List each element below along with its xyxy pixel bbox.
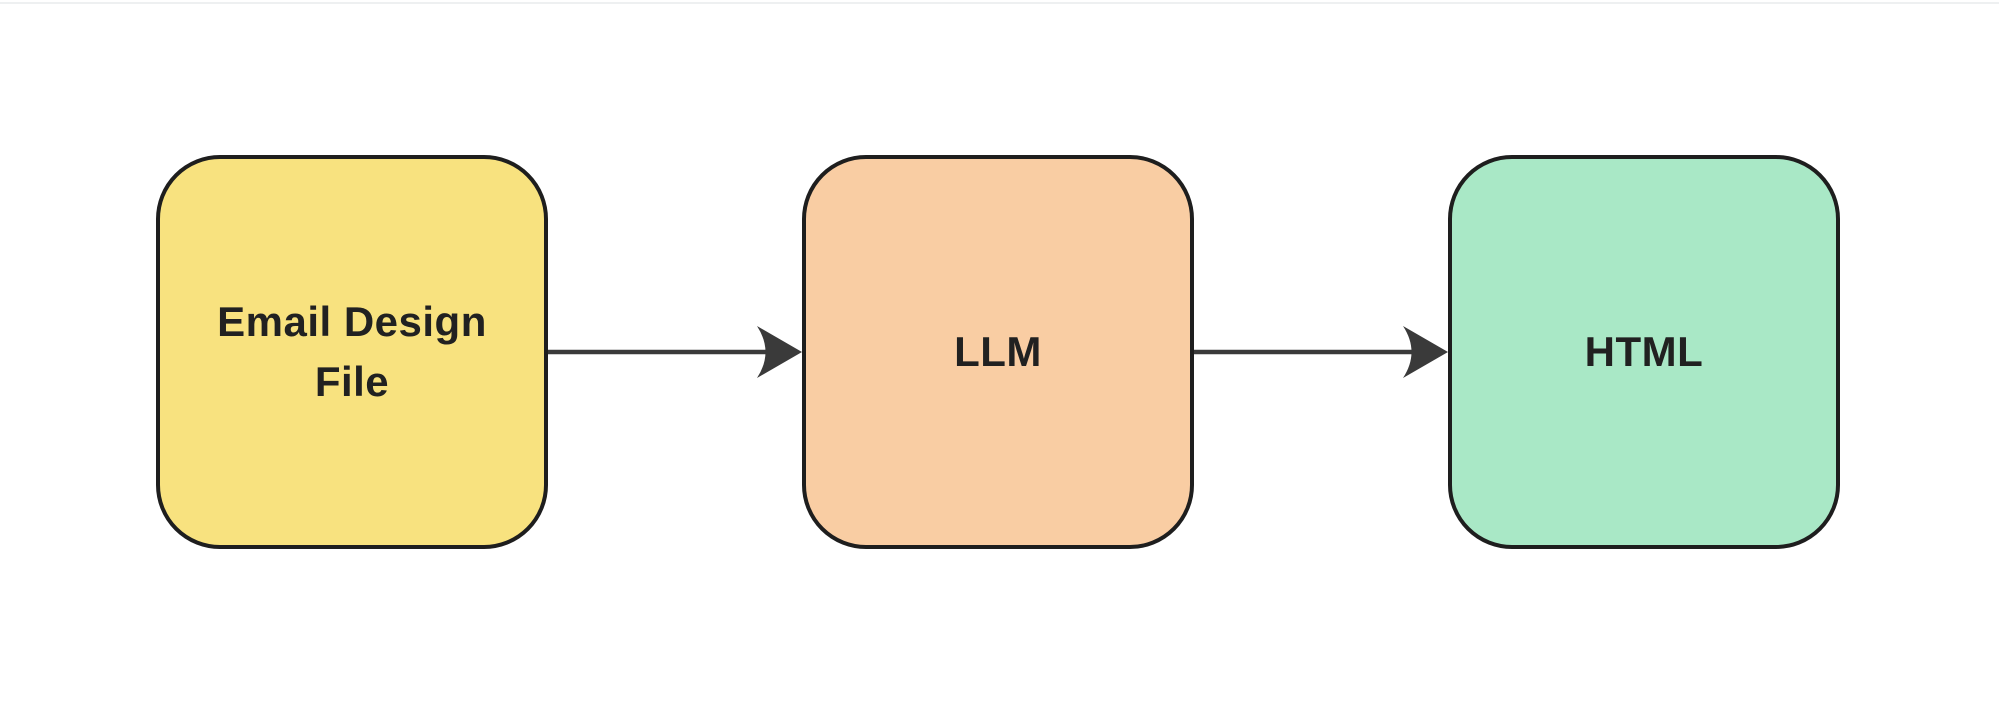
node-email-design-file: Email Design File: [156, 155, 548, 549]
node-llm: LLM: [802, 155, 1194, 549]
node-html-label: HTML: [1584, 328, 1704, 375]
top-hairline: [0, 2, 1999, 4]
node-llm-label: LLM: [954, 328, 1042, 375]
node-email-design-file-label: Email Design File: [217, 298, 487, 405]
arrow-head-icon: [757, 326, 802, 378]
node-html: HTML: [1448, 155, 1840, 549]
arrow-head-icon: [1403, 326, 1448, 378]
arrow-email-design-file-to-llm: [548, 326, 802, 378]
arrow-llm-to-html: [1194, 326, 1448, 378]
